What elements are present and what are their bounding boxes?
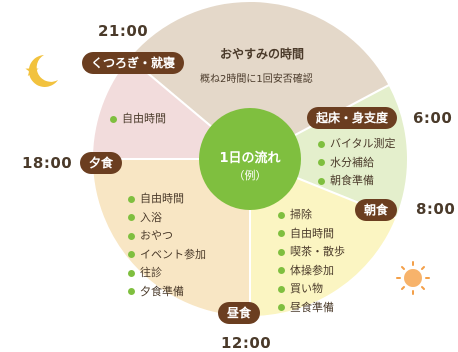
evening-activity-list: 自由時間 [110,110,166,129]
bullet-dot-icon [128,251,135,259]
pill-bedtime: くつろぎ・就寝 [82,52,185,74]
list-item-label: イベント参加 [140,247,206,261]
list-item-label: 自由時間 [140,192,184,205]
pill-wakeup: 起床・身支度 [307,107,398,129]
list-item-label: 買い物 [290,282,323,295]
bullet-dot-icon [278,267,285,275]
list-item-label: 夕食準備 [140,284,184,298]
pill-breakfast: 朝食 [355,199,398,221]
bullet-dot-icon [128,288,135,296]
bullet-dot-icon [128,195,135,203]
sector-sleep [127,0,391,161]
list-item: おやつ [128,227,206,246]
time-0600: 6:00 [413,109,453,127]
bullet-dot-icon [110,115,117,123]
list-item: 掃除 [278,206,345,225]
sleep-title: おやすみの時間 [220,47,305,61]
time-1800: 18:00 [22,154,73,172]
list-item: 買い物 [278,280,345,299]
list-item-label: 自由時間 [122,112,166,125]
list-item: 体操参加 [278,262,345,281]
sector-late-morning [249,157,398,319]
list-item: 水分補給 [318,154,396,173]
list-item-label: 朝食準備 [330,174,374,187]
list-item: 朝食準備 [318,172,396,191]
pill-lunch: 昼食 [218,302,261,324]
bullet-dot-icon [128,232,135,240]
bullet-dot-icon [278,285,285,293]
list-item-label: 掃除 [290,208,312,221]
bullet-dot-icon [278,304,285,312]
bullet-dot-icon [318,177,325,185]
list-item: 往診 [128,264,206,283]
bullet-dot-icon [318,159,325,167]
list-item-label: 体操参加 [290,263,334,277]
bullet-dot-icon [128,269,135,277]
list-item: バイタル測定 [318,135,396,154]
bullet-dot-icon [278,211,285,219]
afternoon-activity-list: 自由時間入浴おやつイベント参加往診夕食準備 [128,190,206,301]
list-item-label: 往診 [140,266,162,279]
list-item-label: 昼食準備 [290,300,334,314]
list-item: イベント参加 [128,246,206,265]
list-item-label: バイタル測定 [330,137,396,150]
list-item: 夕食準備 [128,283,206,302]
sun-icon [396,261,430,295]
list-item-label: 喫茶・散歩 [290,245,345,258]
list-item-label: おやつ [140,229,173,242]
moon-star-icon [25,55,58,87]
list-item: 入浴 [128,209,206,228]
late-morning-activity-list: 掃除自由時間喫茶・散歩体操参加買い物昼食準備 [278,206,345,317]
list-item-label: 水分補給 [330,155,374,169]
center-circle [199,108,301,210]
sleep-note: 概ね2時間に1回安否確認 [200,74,313,85]
list-item: 昼食準備 [278,299,345,318]
center-subtitle: （例） [233,169,267,182]
time-1200: 12:00 [221,334,272,352]
list-item: 自由時間 [128,190,206,209]
bullet-dot-icon [278,230,285,238]
time-0800: 8:00 [416,200,456,218]
morning-activity-list: バイタル測定水分補給朝食準備 [318,135,396,191]
pill-dinner: 夕食 [80,152,123,174]
list-item-label: 入浴 [140,210,162,224]
center-title: 1日の流れ [219,151,281,166]
list-item: 自由時間 [278,225,345,244]
bullet-dot-icon [318,140,325,148]
time-2100: 21:00 [98,22,149,40]
bullet-dot-icon [128,214,135,222]
list-item: 自由時間 [110,110,166,129]
bullet-dot-icon [278,248,285,256]
list-item-label: 自由時間 [290,226,334,240]
list-item: 喫茶・散歩 [278,243,345,262]
